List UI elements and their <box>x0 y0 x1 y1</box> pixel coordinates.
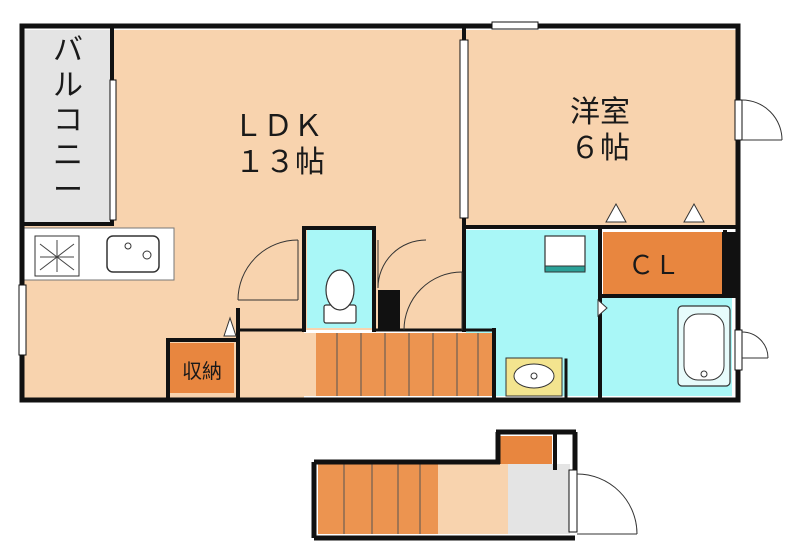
western-room-name-label: 洋室 <box>570 95 630 130</box>
balcony-label-1: バ <box>53 33 83 68</box>
wall-column <box>378 290 400 330</box>
closet-floor <box>603 232 723 294</box>
stair-landing <box>240 333 316 396</box>
ldk-floor <box>112 30 464 225</box>
balcony-label-5: ー <box>53 173 83 208</box>
windows <box>18 21 743 371</box>
doors <box>237 99 783 359</box>
ldk-size-label: １３帖 <box>235 145 325 180</box>
toilet-icon <box>323 269 357 324</box>
bathtub-icon <box>677 305 731 387</box>
wall-column-closet <box>722 232 736 294</box>
western-room-floor <box>464 30 736 225</box>
balcony-label-4: ニ <box>53 138 83 173</box>
closet-label: ＣＬ <box>628 251 680 281</box>
storage-label: 収納 <box>182 359 222 383</box>
balcony-label-2: ル <box>53 68 83 103</box>
washing-machine-icon <box>544 235 586 273</box>
ldk-name-label: ＬＤＫ <box>233 109 323 144</box>
storage-floor <box>170 343 234 393</box>
washbasin-icon <box>505 357 563 397</box>
western-room-size-label: ６帖 <box>570 131 630 166</box>
stove-icon <box>34 235 80 277</box>
closet-door-markers <box>223 202 705 337</box>
entrance-level <box>311 429 638 541</box>
kitchen-sink-icon <box>106 235 160 273</box>
balcony-label-3: コ <box>53 103 83 138</box>
balcony-floor <box>24 30 112 224</box>
staircase-upper <box>316 333 494 396</box>
